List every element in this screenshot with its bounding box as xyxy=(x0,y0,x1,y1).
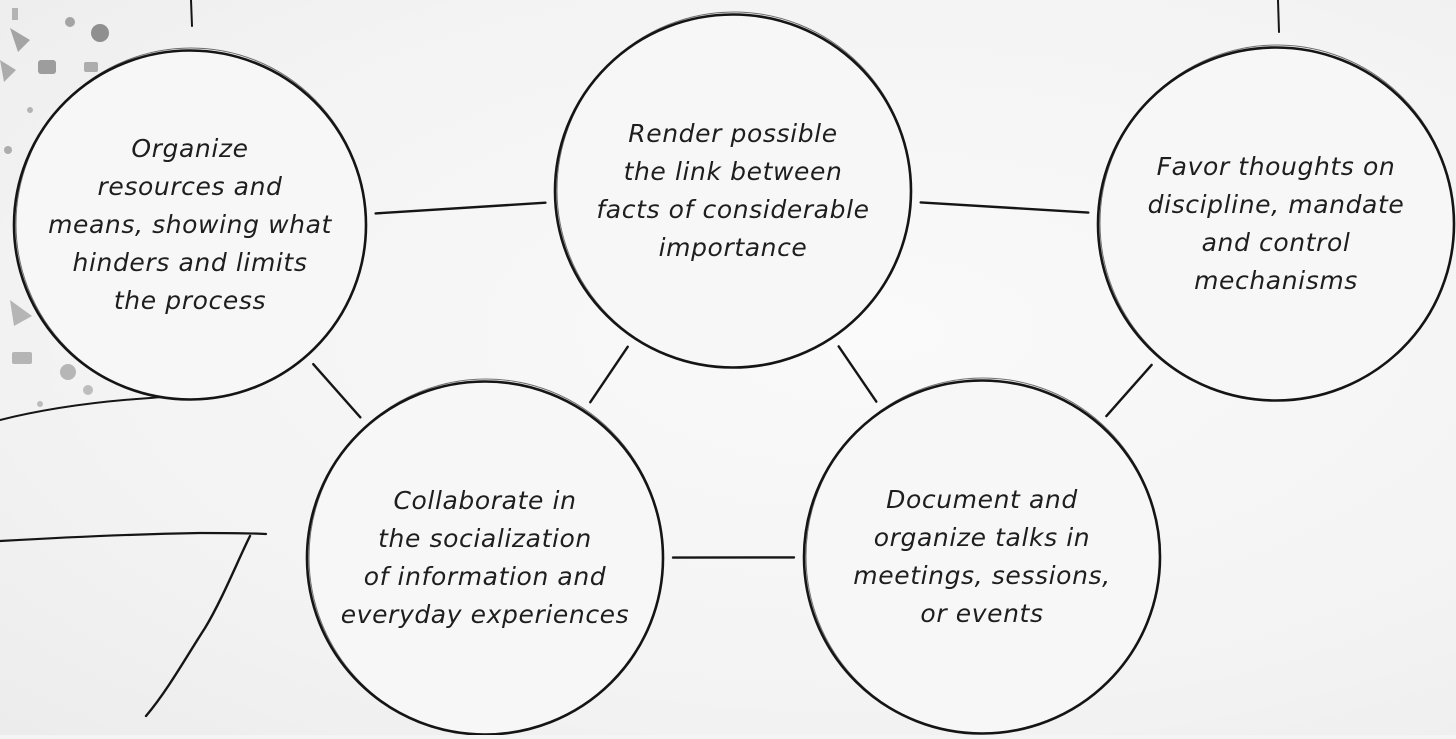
node-label-line: Collaborate in xyxy=(393,486,576,515)
node-label-line: Document and xyxy=(886,485,1078,514)
node-organize: Organize resources and means, showing what… xyxy=(14,48,366,400)
node-document: Document and organize talks in meetings, s… xyxy=(804,378,1160,734)
sketch-diagonal-line xyxy=(146,536,250,716)
node-label-line: of information and xyxy=(364,562,607,591)
connection-favor-document xyxy=(1106,365,1151,416)
node-label-line: mechanisms xyxy=(1194,266,1358,295)
node-circle-render xyxy=(555,15,911,368)
node-label-line: and control xyxy=(1202,228,1351,257)
sketch-stroke-top-right xyxy=(1278,0,1279,32)
node-circle-favor xyxy=(1098,48,1454,401)
node-label-line: hinders and limits xyxy=(73,248,308,277)
sketch-stroke-top-left xyxy=(191,0,192,26)
connection-organize-collaborate xyxy=(313,364,360,417)
node-label-line: the link between xyxy=(624,157,843,186)
node-label-line: the process xyxy=(114,286,266,315)
node-label-line: Favor thoughts on xyxy=(1157,152,1396,181)
connection-render-document xyxy=(839,346,877,401)
node-collaborate: Collaborate in the socialization of inform… xyxy=(307,379,663,735)
node-label-line: facts of considerable xyxy=(596,195,869,224)
node-label-line: Render possible xyxy=(628,119,837,148)
node-label-line: meetings, sessions, xyxy=(853,561,1110,590)
connection-organize-render xyxy=(376,203,546,214)
node-label-line: Organize xyxy=(131,134,248,163)
node-label-line: importance xyxy=(659,233,808,262)
node-label-line: resources and xyxy=(97,172,282,201)
connection-render-favor xyxy=(921,202,1089,212)
concept-nodes: Organize resources and means, showing what… xyxy=(14,12,1454,735)
node-label-line: the socialization xyxy=(378,524,592,553)
node-label-line: means, showing what xyxy=(48,210,332,239)
node-favor: Favor thoughts on discipline, mandate and … xyxy=(1098,45,1454,401)
node-label-line: or events xyxy=(920,599,1043,628)
connection-render-collaborate xyxy=(590,347,627,402)
node-label-line: everyday experiences xyxy=(341,600,630,629)
node-circle-collaborate xyxy=(307,382,663,735)
node-label-line: organize talks in xyxy=(874,523,1091,552)
node-circle-document xyxy=(804,381,1160,734)
node-render: Render possible the link between facts of … xyxy=(555,12,911,368)
sketch-lower-line xyxy=(0,533,266,541)
node-label-line: discipline, mandate xyxy=(1148,190,1405,219)
